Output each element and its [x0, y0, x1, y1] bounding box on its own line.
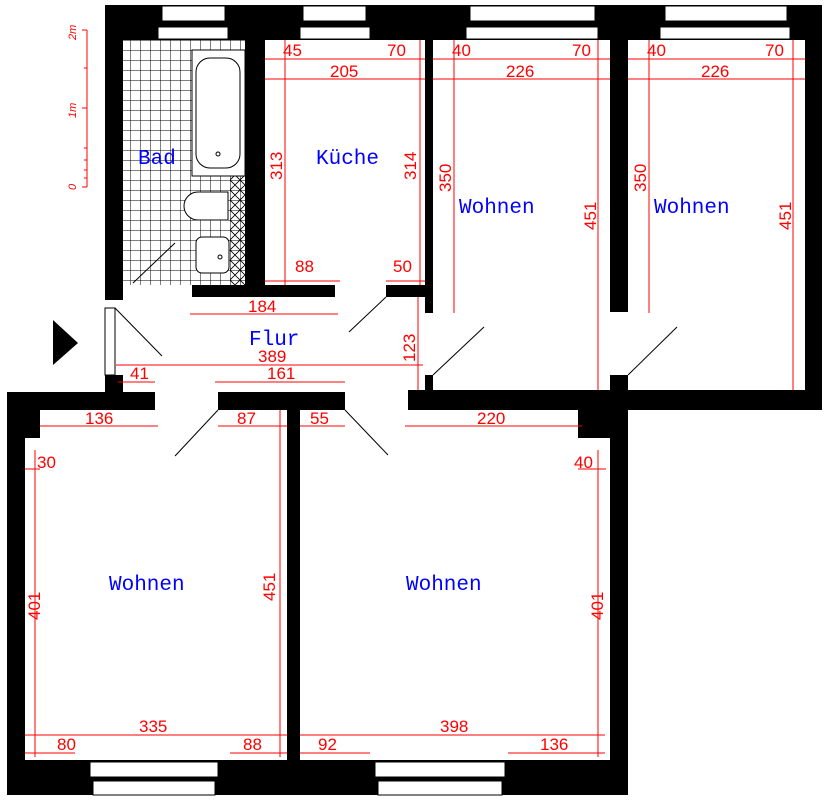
dim-label: 123 [400, 334, 419, 362]
dim-label: 30 [37, 453, 56, 472]
dim-label: 161 [267, 364, 295, 383]
dim-label: 451 [776, 202, 795, 230]
dim-label: 70 [765, 41, 784, 60]
dim-label: 136 [540, 735, 568, 754]
dim-label: 45 [283, 41, 302, 60]
room-label-wohnen-4: Wohnen [406, 574, 482, 597]
dim-label: 55 [310, 409, 329, 428]
dim-label: 40 [647, 41, 666, 60]
room-label-bad: Bad [138, 148, 176, 171]
dim-label: 220 [477, 409, 505, 428]
dim-label: 87 [237, 409, 256, 428]
dim-label: 398 [440, 717, 468, 736]
dim-label: 401 [588, 592, 607, 620]
dim-label: 50 [393, 257, 412, 276]
dim-label: 88 [243, 735, 262, 754]
dim-label: 226 [506, 62, 534, 81]
bathroom-fixtures [123, 40, 246, 285]
dim-label: 92 [318, 735, 337, 754]
scale-label-2m: 2m [67, 25, 79, 41]
dimension-labels: 45 70 205 40 70 226 40 70 226 313 314 35… [25, 41, 795, 754]
dim-label: 226 [701, 62, 729, 81]
dim-label: 40 [452, 41, 471, 60]
dim-label: 401 [25, 592, 44, 620]
scale-bar: 0 1m 2m [67, 25, 88, 190]
dim-label: 389 [258, 347, 286, 366]
room-label-wohnen-2: Wohnen [654, 197, 730, 220]
dim-label: 205 [330, 62, 358, 81]
dim-label: 70 [572, 41, 591, 60]
dim-label: 80 [57, 735, 76, 754]
scale-label-0: 0 [67, 183, 79, 190]
scale-label-1m: 1m [67, 103, 79, 118]
room-label-kueche: Küche [316, 148, 379, 171]
dim-label: 451 [581, 202, 600, 230]
dim-label: 70 [387, 41, 406, 60]
dim-label: 350 [436, 164, 455, 192]
dim-label: 136 [85, 409, 113, 428]
toilet-icon [183, 191, 229, 221]
room-label-wohnen-3: Wohnen [109, 574, 185, 597]
room-label-wohnen-1: Wohnen [459, 197, 535, 220]
dim-label: 314 [401, 152, 420, 180]
dim-label: 313 [267, 152, 286, 180]
windows [89, 5, 791, 796]
dimension-lines [25, 40, 805, 757]
dim-label: 41 [130, 364, 149, 383]
dim-label: 335 [139, 717, 167, 736]
entrance-arrow-icon [53, 320, 78, 365]
sink-icon [195, 236, 230, 274]
dim-label: 451 [260, 573, 279, 601]
dim-label: 88 [295, 257, 314, 276]
dim-label: 184 [248, 297, 276, 316]
dim-label: 40 [574, 453, 593, 472]
room-labels: Bad Küche Wohnen Wohnen Flur Wohnen Wohn… [109, 148, 730, 597]
door-swings [114, 296, 678, 457]
dim-label: 350 [631, 164, 650, 192]
room-label-flur: Flur [249, 329, 299, 352]
bathtub-icon [195, 57, 241, 169]
